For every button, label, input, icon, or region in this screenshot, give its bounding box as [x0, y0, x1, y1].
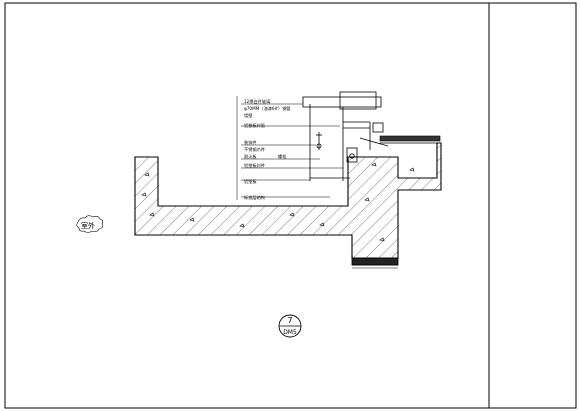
callout-label-bolt: 螺栓 — [278, 153, 287, 160]
outside-label-text: 室外 — [81, 221, 95, 230]
callout-label-panel: 铝塑板 — [244, 178, 257, 185]
column-base-band — [351, 257, 399, 269]
detail-marker-number: 7 — [287, 316, 292, 325]
callout-label-floor-structure: 标准层结构 — [244, 194, 265, 201]
callout-label-panel-seal: 铝塑板封件 — [244, 162, 265, 169]
callout-label-glass: 12厚白片玻璃 — [244, 98, 270, 105]
callout-label-wall: 墙壁 — [244, 112, 252, 119]
callout-labels: 12厚白片玻璃 φ70MM（油漆6#）钢管 墙壁 铝塑板封面 装饰件 不锈钢爪件… — [244, 98, 291, 201]
sheet-frame — [4, 2, 577, 409]
callout-label-panel-cover: 铝塑板封面 — [244, 122, 265, 129]
callout-label-spider-fitting: 不锈钢爪件 — [244, 146, 265, 153]
cladding-bracket-assembly — [302, 91, 389, 181]
callout-leaders — [236, 96, 343, 200]
callout-label-trim: 装饰件 — [244, 139, 257, 146]
callout-label-fireproof-board: 耐火板 — [244, 153, 257, 160]
callout-label-steel-tube: φ70MM（油漆6#）钢管 — [244, 105, 291, 112]
detail-marker-sheet: DM5 — [283, 329, 297, 336]
floor-finish-strip — [379, 135, 441, 144]
outside-label: 室外 — [76, 215, 103, 233]
detail-marker: 7 DM5 — [278, 314, 302, 338]
concrete-slab-section — [134, 142, 442, 259]
